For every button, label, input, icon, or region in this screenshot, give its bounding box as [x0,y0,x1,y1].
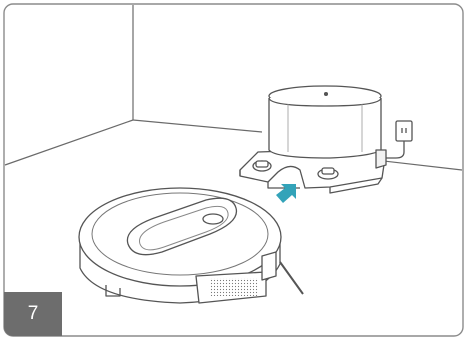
robot-vacuum [79,188,303,303]
charging-dock [240,86,386,193]
power-outlet-icon [386,121,412,158]
room-corner [5,5,462,170]
arrow-up-right-icon [276,184,296,203]
step-number-badge: 7 [4,292,62,336]
